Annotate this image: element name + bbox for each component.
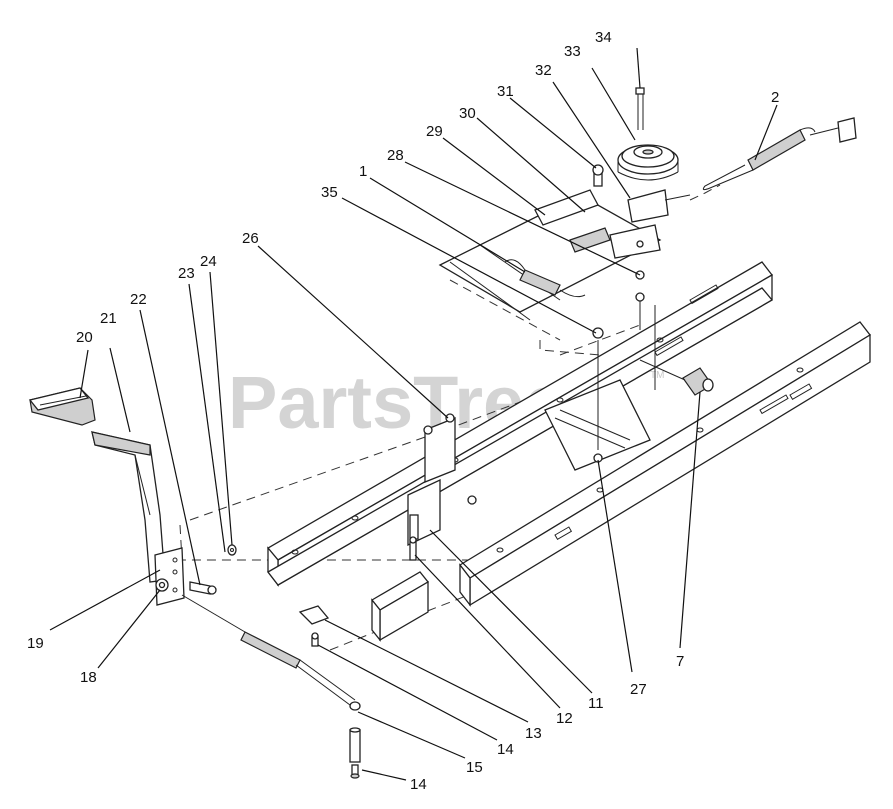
callout-33: 33 — [564, 43, 581, 60]
callout-31: 31 — [497, 83, 514, 100]
pedal-pad — [28, 387, 96, 426]
tension-rod — [592, 292, 656, 463]
pedal-arm — [91, 431, 166, 583]
callout-29: 29 — [426, 123, 443, 140]
pulley — [617, 144, 679, 181]
callout-labels: 34 33 32 31 30 29 28 1 35 2 26 24 23 22 … — [27, 29, 779, 793]
center-bracket-assembly — [407, 413, 477, 547]
leader-lines — [49, 47, 778, 781]
lower-bracket-channel — [371, 571, 429, 642]
spring-tensioner — [639, 359, 714, 396]
callout-12: 12 — [556, 710, 573, 727]
callout-24: 24 — [200, 253, 217, 270]
callout-15: 15 — [466, 759, 483, 776]
callout-27: 27 — [630, 681, 647, 698]
pedal-pivot-plate — [154, 547, 185, 606]
pulley-bracket — [627, 189, 691, 223]
callout-30: 30 — [459, 105, 476, 122]
spacer-screw — [409, 536, 417, 561]
routing-lines — [449, 184, 721, 341]
callout-2: 2 — [771, 89, 779, 106]
callout-32: 32 — [535, 62, 552, 79]
callout-11: 11 — [588, 695, 604, 712]
pivot-bolt — [189, 544, 237, 595]
callout-14-lower: 14 — [410, 776, 427, 793]
callout-28: 28 — [387, 147, 404, 164]
idler-arm — [438, 164, 662, 321]
pulley-bolt — [635, 87, 645, 130]
callout-26: 26 — [242, 230, 259, 247]
lower-frame-channel — [459, 321, 871, 607]
extension-spring — [702, 117, 857, 191]
callout-18: 18 — [80, 669, 97, 686]
watermark-tm: TM — [650, 370, 664, 381]
callout-13: 13 — [525, 725, 542, 742]
callout-14-upper: 14 — [497, 741, 514, 758]
clevis-pin — [349, 727, 361, 779]
callout-19: 19 — [27, 635, 44, 652]
callout-20: 20 — [76, 329, 93, 346]
brake-rod — [181, 594, 361, 711]
callout-21: 21 — [100, 310, 117, 327]
small-spring — [504, 259, 586, 298]
callout-34: 34 — [595, 29, 612, 46]
callout-35: 35 — [321, 184, 338, 201]
callout-23: 23 — [178, 265, 195, 282]
callout-1: 1 — [359, 163, 367, 180]
callout-22: 22 — [130, 291, 147, 308]
clip-bracket — [298, 605, 330, 647]
callout-7: 7 — [676, 653, 684, 670]
